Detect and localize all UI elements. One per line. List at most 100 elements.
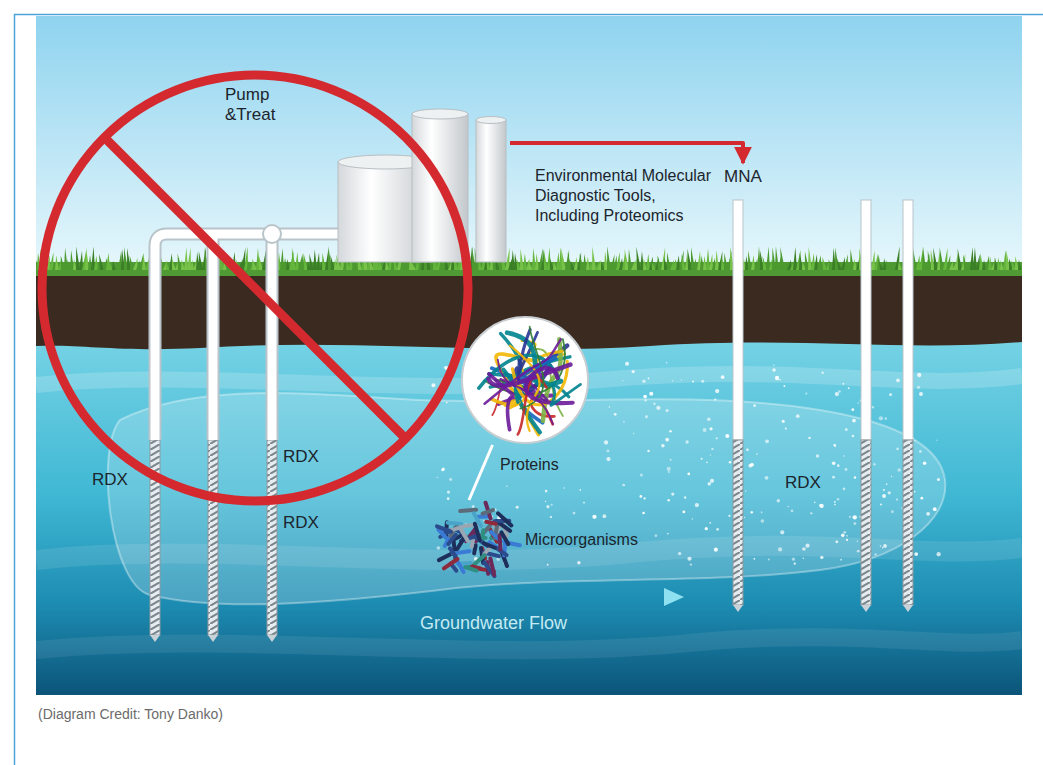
grass-part [1018, 260, 1022, 270]
treatment-piping [155, 225, 345, 440]
cluster-shape-part [474, 513, 481, 526]
plume-sparkles-part [678, 552, 681, 555]
plume-sparkles-part [896, 498, 898, 500]
grass-part [574, 257, 578, 270]
plume-sparkles-part [602, 514, 606, 518]
plume-sparkles-part [783, 385, 785, 387]
plume-sparkles-part [888, 491, 891, 494]
grass-part [963, 255, 968, 270]
grass-part [709, 254, 713, 270]
grass-part [715, 250, 719, 270]
plume-sparkles-part [701, 380, 704, 383]
grass-part [411, 262, 416, 270]
plume-sparkles-part [607, 449, 610, 452]
plume-sparkles-part [545, 490, 548, 493]
grass-part [292, 248, 296, 270]
plume-sparkles-part [729, 461, 732, 464]
grass-part [142, 254, 146, 270]
plume-sparkles-part [854, 476, 856, 478]
protein-shape-part [479, 327, 581, 435]
plume-sparkles-part [848, 387, 850, 389]
plume-sparkles-part [832, 476, 835, 479]
wells-part [733, 605, 743, 612]
plume-sparkles-part [614, 413, 617, 416]
plume-sparkles-part [814, 501, 816, 503]
plume-sparkles-part [709, 427, 712, 430]
cluster-shape-part [448, 535, 456, 544]
plume-sparkles-part [728, 515, 730, 517]
plume-sparkles-part [750, 511, 753, 514]
grass-part [543, 249, 548, 270]
plume-sparkles-part [647, 450, 650, 453]
protein-shape [460, 315, 590, 445]
wells-part [208, 635, 218, 642]
plume-sparkles-part [710, 479, 714, 483]
plume-sparkles-part [837, 498, 840, 501]
node-text: MNA [724, 167, 762, 187]
plume-sparkles-part [843, 488, 846, 491]
wells [150, 200, 913, 642]
grass-part [841, 257, 845, 270]
grass-part [922, 246, 926, 270]
grass-part [814, 254, 818, 270]
plume-sparkles-part [832, 462, 836, 466]
cluster-shape-part [448, 523, 462, 524]
grass-part [988, 257, 992, 270]
grass-part [187, 248, 191, 270]
cluster-shape-part [474, 545, 475, 553]
plume-sparkles-part [622, 380, 624, 382]
grass-part [91, 246, 95, 270]
wells-part [208, 440, 218, 635]
flow-arrow-part [664, 588, 684, 606]
caption: (Diagram Credit: Tony Danko) [38, 705, 223, 723]
plume-sparkles-part [792, 558, 795, 561]
plume-sparkles-part [671, 492, 674, 495]
plume-sparkles-part [853, 515, 857, 519]
flow-arrow-part [338, 595, 668, 599]
plume-sparkles-part [632, 370, 635, 373]
plume-sparkles-part [441, 469, 444, 472]
plume-sparkles-part [753, 404, 756, 407]
grass-part [766, 247, 770, 270]
wells-part [733, 200, 743, 612]
wells-part [903, 200, 913, 440]
treatment-tanks [338, 109, 506, 262]
protein-shape-part [518, 377, 547, 434]
plume-sparkles-part [879, 416, 883, 420]
plume-sparkles-part [516, 506, 519, 509]
grass-part [844, 254, 848, 270]
plume-sparkles-part [592, 515, 596, 519]
plume-sparkles-part [701, 458, 703, 460]
plume-sparkles-part [914, 552, 918, 556]
treatment-tanks-part [476, 117, 506, 124]
plume-sparkles-part [851, 408, 854, 411]
plume-sparkles-part [914, 491, 916, 493]
grass-part [787, 260, 791, 270]
plume-sparkles-part [891, 510, 894, 513]
plume-sparkles-part [845, 468, 848, 471]
grass-part [940, 247, 944, 270]
plume-sparkles-part [431, 383, 435, 387]
grass-part [837, 259, 842, 270]
plume-sparkles-part [714, 399, 716, 401]
plume-sparkles-part [834, 504, 836, 506]
wells-part [733, 200, 743, 440]
plume-sparkles-part [782, 420, 785, 423]
process-arrow [510, 143, 743, 163]
plume-sparkles-part [753, 558, 755, 560]
plume-sparkles-part [810, 512, 812, 514]
plume-sparkles-part [744, 517, 745, 518]
grass-part [247, 260, 251, 270]
plume-sparkles-part [788, 506, 789, 507]
wells-part [267, 635, 277, 642]
plume-sparkles-part [883, 544, 887, 548]
plume-sparkles-part [687, 473, 690, 476]
plume-sparkles-part [708, 482, 712, 486]
plume-sparkles-part [805, 544, 809, 548]
plume-sparkles-part [919, 450, 921, 452]
plume-sparkles-part [896, 448, 899, 451]
plume-sparkles-part [666, 409, 669, 412]
treatment-plant: Pump &Treat [225, 85, 510, 255]
plume-sparkles-part [749, 464, 753, 468]
plume-sparkles-part [837, 464, 840, 467]
